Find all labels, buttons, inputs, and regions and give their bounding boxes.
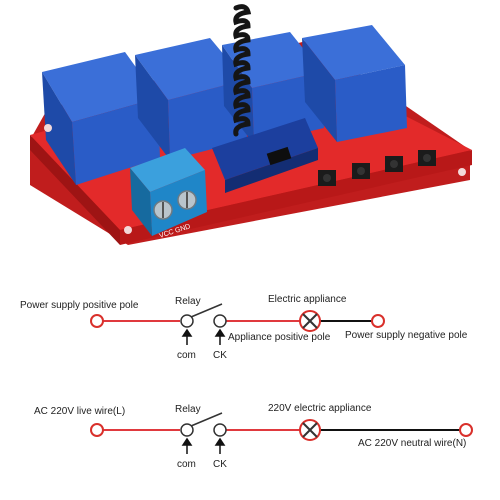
com-label: com bbox=[177, 459, 196, 470]
appliance-pole-label: Appliance positive pole bbox=[228, 332, 331, 343]
relay-switch-icon bbox=[190, 412, 223, 427]
left-label: Power supply positive pole bbox=[20, 300, 139, 311]
wiring-diagram-1: Power supply positive pole Relay Electri… bbox=[20, 294, 468, 361]
ck-label: CK bbox=[213, 350, 227, 361]
rf-receiver-module bbox=[212, 118, 318, 193]
relay-4 bbox=[302, 25, 407, 142]
left-label: AC 220V live wire(L) bbox=[34, 406, 125, 417]
terminal-right bbox=[459, 423, 473, 437]
screw-terminal-block bbox=[130, 148, 207, 236]
mount-hole bbox=[44, 124, 52, 132]
relay-1 bbox=[42, 52, 160, 185]
terminal-left bbox=[90, 314, 104, 328]
right-label: AC 220V neutral wire(N) bbox=[358, 438, 466, 449]
appliance-label: 220V electric appliance bbox=[268, 403, 372, 414]
push-buttons bbox=[318, 150, 436, 186]
push-button-2 bbox=[352, 163, 370, 179]
ck-label: CK bbox=[213, 459, 227, 470]
relay-2 bbox=[135, 38, 247, 160]
lamp-icon bbox=[299, 419, 321, 441]
terminal-ck bbox=[213, 314, 227, 328]
mount-hole bbox=[458, 168, 466, 176]
push-button-4 bbox=[418, 150, 436, 166]
terminal-ck bbox=[213, 423, 227, 437]
right-label: Power supply negative pole bbox=[345, 330, 468, 341]
wiring-diagram-2: AC 220V live wire(L) Relay 220V electric… bbox=[34, 403, 473, 470]
push-button-3 bbox=[385, 156, 403, 172]
relay-switch-icon bbox=[190, 303, 223, 318]
com-label: com bbox=[177, 350, 196, 361]
relay-label: Relay bbox=[175, 404, 201, 415]
relay-module-photo: VCC GND bbox=[30, 4, 472, 245]
push-button-1 bbox=[318, 170, 336, 186]
terminal-com bbox=[180, 423, 194, 437]
terminal-right bbox=[371, 314, 385, 328]
terminal-com bbox=[180, 314, 194, 328]
terminal-left bbox=[90, 423, 104, 437]
arrow-up-icon bbox=[181, 328, 226, 345]
arrow-up-icon bbox=[181, 437, 226, 454]
lamp-icon bbox=[299, 310, 321, 332]
relay-label: Relay bbox=[175, 296, 201, 307]
mount-hole bbox=[124, 226, 132, 234]
appliance-label: Electric appliance bbox=[268, 294, 347, 305]
